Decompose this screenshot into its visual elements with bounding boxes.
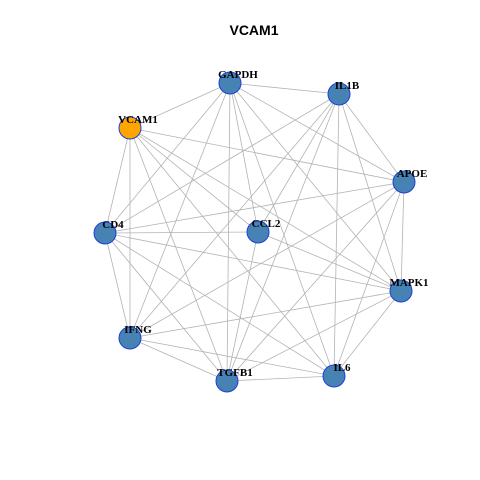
diagram-title: VCAM1 [229, 22, 278, 38]
node-cd4 [93, 221, 117, 245]
edge-mapk1-il6 [333, 290, 402, 377]
edge-il1b-il6 [333, 93, 340, 377]
node-label-cd4: CD4 [102, 219, 124, 231]
node-il6 [322, 364, 346, 388]
edge-apoe-mapk1 [400, 181, 405, 292]
edge-apoe-ifng [129, 181, 405, 339]
node-label-vcam1: VCAM1 [118, 114, 158, 126]
edge-cd4-tgfb1 [104, 232, 228, 382]
node-label-il6: IL6 [333, 362, 351, 374]
edge-ifng-tgfb1 [129, 337, 228, 382]
edge-gapdh-apoe [229, 82, 405, 183]
edge-cd4-il6 [104, 232, 335, 377]
node-label-ccl2: CCL2 [252, 218, 281, 230]
edge-gapdh-cd4 [104, 82, 231, 234]
edge-vcam1-cd4 [104, 127, 131, 234]
edge-gapdh-il1b [229, 82, 340, 95]
edge-il1b-tgfb1 [226, 93, 340, 382]
edge-cd4-mapk1 [104, 232, 402, 292]
edge-ccl2-tgfb1 [226, 231, 259, 382]
edge-vcam1-il6 [129, 127, 335, 377]
edge-gapdh-ifng [129, 82, 231, 339]
node-apoe [392, 170, 416, 194]
edge-ifng-il6 [129, 337, 335, 377]
node-label-gapdh: GAPDH [218, 69, 258, 81]
edge-layer [104, 82, 405, 382]
node-ifng [118, 326, 142, 350]
node-layer [93, 71, 416, 393]
edge-mapk1-ifng [129, 290, 402, 339]
edge-cd4-ccl2 [104, 231, 259, 234]
node-gapdh [218, 71, 242, 95]
edge-gapdh-mapk1 [229, 82, 402, 292]
edge-il1b-cd4 [104, 93, 340, 234]
edge-vcam1-apoe [129, 127, 405, 183]
edge-ccl2-mapk1 [257, 231, 402, 292]
node-label-apoe: APOE [397, 168, 428, 180]
edge-apoe-cd4 [104, 181, 405, 234]
node-vcam1 [118, 116, 142, 140]
edge-cd4-ifng [104, 232, 131, 339]
node-il1b [327, 82, 351, 106]
edge-il1b-apoe [338, 93, 405, 183]
node-ccl2 [246, 220, 270, 244]
edge-apoe-tgfb1 [226, 181, 405, 382]
edge-il1b-ifng [129, 93, 340, 339]
edge-mapk1-tgfb1 [226, 290, 402, 382]
node-mapk1 [389, 279, 413, 303]
edge-gapdh-il6 [229, 82, 335, 377]
edge-apoe-il6 [333, 181, 405, 377]
edge-il1b-ccl2 [257, 93, 340, 233]
edge-vcam1-mapk1 [129, 127, 402, 292]
edge-tgfb1-il6 [226, 375, 335, 382]
node-label-mapk1: MAPK1 [389, 277, 428, 289]
node-label-ifng: IFNG [124, 324, 152, 336]
edge-vcam1-tgfb1 [129, 127, 228, 382]
edge-gapdh-ccl2 [229, 82, 259, 233]
node-label-il1b: IL1B [335, 80, 360, 92]
edge-il1b-mapk1 [338, 93, 402, 292]
edge-vcam1-gapdh [129, 82, 231, 129]
node-tgfb1 [215, 369, 239, 393]
node-label-tgfb1: TGFB1 [217, 367, 252, 379]
